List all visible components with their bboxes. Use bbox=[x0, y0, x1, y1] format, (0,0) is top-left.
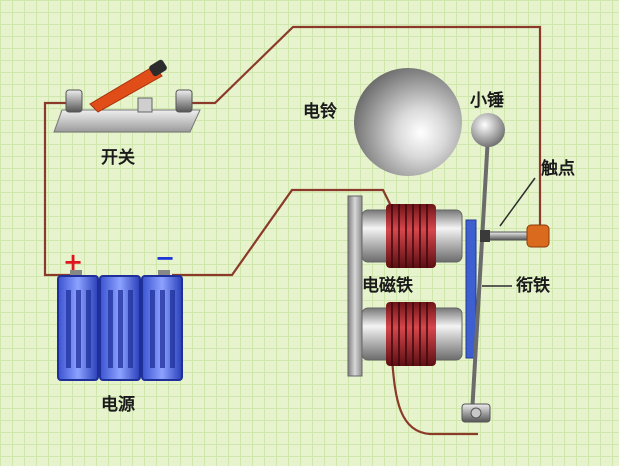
armature-label: 衔铁 bbox=[516, 275, 550, 296]
battery-label: 电源 bbox=[101, 394, 135, 415]
electromagnet bbox=[347, 195, 463, 377]
bell-dome bbox=[354, 68, 462, 176]
magnet-backplate bbox=[347, 195, 363, 377]
battery-negative-sign: − bbox=[155, 244, 175, 272]
battery-terminal-negative bbox=[158, 270, 170, 278]
wire-electromagnet-to-armature-pivot bbox=[390, 357, 478, 436]
hammer-label: 小锤 bbox=[470, 90, 504, 111]
switch-blade-lever-icon bbox=[89, 65, 163, 113]
contact-thread bbox=[487, 231, 529, 241]
knife-switch[interactable] bbox=[53, 59, 201, 133]
armature-plate bbox=[465, 219, 477, 359]
switch-label: 开关 bbox=[101, 147, 135, 168]
electromagnet-label: 电磁铁 bbox=[362, 275, 413, 296]
contact-tip bbox=[480, 230, 490, 242]
switch-clip bbox=[137, 97, 153, 113]
wire-switch-to-contact bbox=[185, 25, 542, 228]
upper-coil bbox=[386, 204, 436, 268]
bell-label: 电铃 bbox=[303, 101, 337, 122]
hammer-ball bbox=[471, 113, 505, 147]
wire-battery-negative-to-electromagnet bbox=[172, 188, 394, 277]
battery bbox=[57, 270, 183, 381]
contact-pointer bbox=[499, 177, 536, 227]
wire-switch-to-battery-positive bbox=[43, 101, 74, 277]
battery-positive-sign: + bbox=[63, 248, 83, 276]
pivot-screw bbox=[461, 403, 491, 423]
hammer-rod bbox=[470, 135, 490, 415]
switch-base bbox=[53, 109, 201, 133]
switch-right-terminal bbox=[175, 89, 193, 113]
switch-handle bbox=[149, 59, 167, 77]
switch-left-terminal bbox=[65, 89, 83, 113]
contact-screw bbox=[480, 224, 550, 248]
battery-terminal-positive bbox=[70, 270, 82, 278]
contact-nut bbox=[526, 224, 550, 248]
contact-label: 触点 bbox=[540, 158, 575, 179]
lower-coil bbox=[386, 302, 436, 366]
wires bbox=[43, 25, 542, 436]
